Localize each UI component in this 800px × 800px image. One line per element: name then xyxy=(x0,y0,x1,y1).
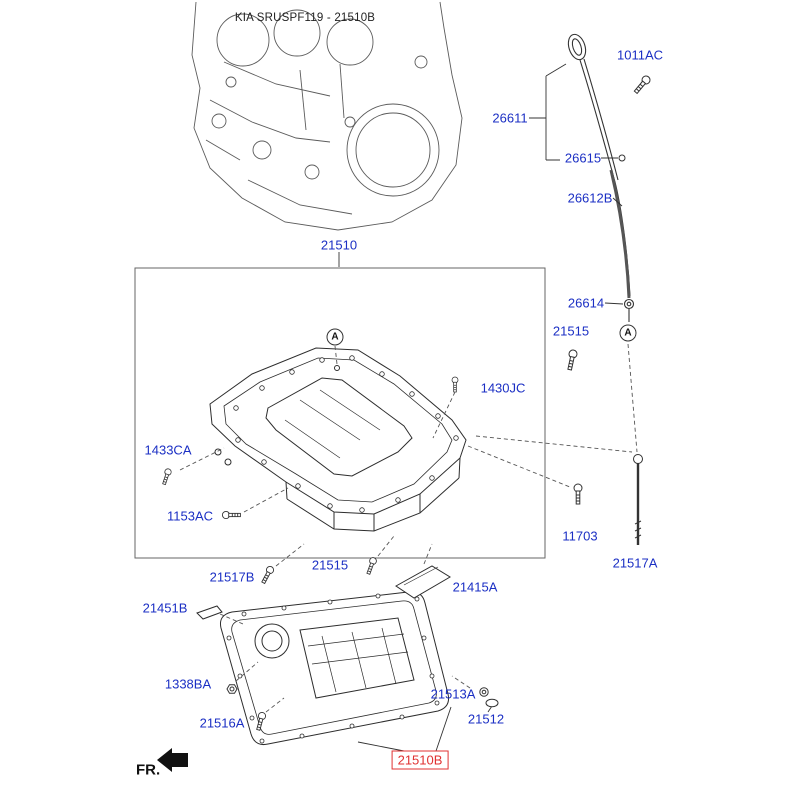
part-callout[interactable]: 21513A xyxy=(430,686,476,702)
part-callout[interactable]: 26611 xyxy=(492,110,528,126)
page-title: KIA SRUSPF119 - 21510B xyxy=(234,12,376,24)
bracket-drawing xyxy=(196,605,223,620)
part-callout[interactable]: 11703 xyxy=(562,528,598,544)
fr-label: FR. xyxy=(136,761,161,779)
part-callout[interactable]: 21515 xyxy=(311,557,349,573)
dipstick-drawing xyxy=(567,33,635,322)
part-callout[interactable]: 21517A xyxy=(612,555,658,571)
part-callout[interactable]: 1011AC xyxy=(616,47,664,63)
part-callout[interactable]: 21415A xyxy=(452,579,498,595)
part-callout[interactable]: 1430JC xyxy=(480,380,526,396)
view-marker: A xyxy=(619,324,637,342)
baffle-plate-drawing xyxy=(395,565,451,599)
engine-block-drawing xyxy=(191,1,463,231)
part-callout[interactable]: 21451B xyxy=(142,600,188,616)
part-callout[interactable]: 26612B xyxy=(567,190,613,206)
callout-connector-lines xyxy=(338,63,624,752)
part-callout[interactable]: 21512 xyxy=(467,711,505,727)
part-callout[interactable]: 1153AC xyxy=(166,508,214,524)
part-callout[interactable]: 26614 xyxy=(567,295,605,311)
fr-arrow-icon xyxy=(157,748,188,772)
drain-plug-icon xyxy=(479,687,499,708)
diagram-boundary-box xyxy=(134,267,546,559)
highlighted-part-callout[interactable]: 21510B xyxy=(391,750,449,770)
view-marker: A xyxy=(326,328,344,346)
lower-oil-pan-drawing xyxy=(220,591,449,745)
oil-pan-drawing xyxy=(209,347,467,532)
part-callout[interactable]: 21516A xyxy=(199,715,245,731)
fastener-icons xyxy=(160,73,653,732)
leader-lines xyxy=(179,343,638,713)
long-bolt-icon xyxy=(633,454,643,545)
part-callout[interactable]: 21515 xyxy=(552,323,590,339)
part-callout[interactable]: 26615 xyxy=(564,150,602,166)
part-callout[interactable]: 1338BA xyxy=(164,676,212,692)
part-callout[interactable]: 21510 xyxy=(320,237,358,253)
part-callout[interactable]: 21517B xyxy=(209,569,255,585)
part-callout[interactable]: 1433CA xyxy=(144,442,192,458)
